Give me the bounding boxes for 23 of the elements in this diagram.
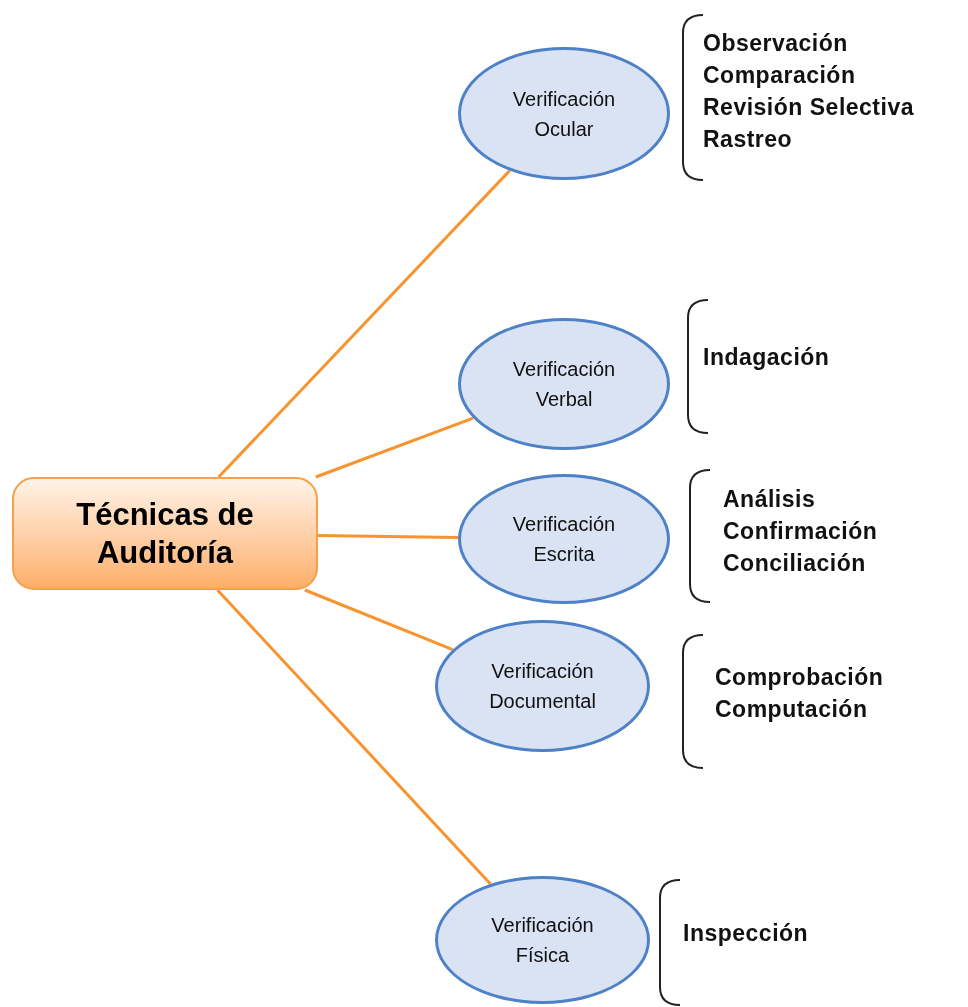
technique-label: Confirmación <box>723 517 878 546</box>
node-label: Verificación Documental <box>488 659 597 714</box>
connector-line <box>217 169 511 479</box>
technique-label: Comparación <box>703 61 856 90</box>
node-label: Verificación Física <box>490 913 595 968</box>
technique-label: Comprobación <box>715 663 884 692</box>
technique-label: Indagación <box>703 343 830 372</box>
technique-label: Inspección <box>683 919 809 948</box>
technique-label: Observación <box>703 29 848 58</box>
technique-label: Rastreo <box>703 125 793 154</box>
node-label: Verificación Ocular <box>511 86 617 142</box>
technique-label: Revisión Selectiva <box>703 93 914 122</box>
node-label: Verificación Verbal <box>511 357 617 412</box>
connector-line <box>317 534 459 540</box>
connector-line <box>216 588 492 885</box>
technique-label: Computación <box>715 695 868 724</box>
connector-line <box>304 588 454 652</box>
technique-label: Conciliación <box>723 549 866 578</box>
connector-line <box>315 416 474 479</box>
node-label: Verificación Escrita <box>511 512 617 567</box>
technique-label: Análisis <box>723 485 816 514</box>
topic-title: Técnicas de Auditoría <box>75 495 255 572</box>
topic-box <box>12 477 318 590</box>
